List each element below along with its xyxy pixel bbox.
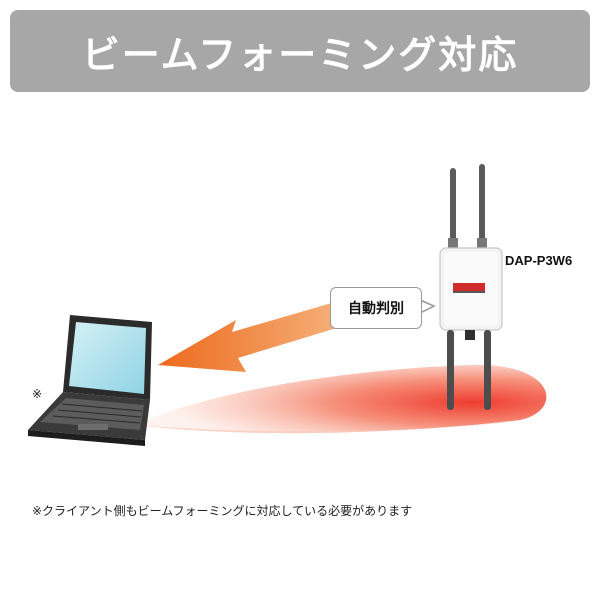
direction-arrow [158, 302, 340, 372]
footnote: ※クライアント側もビームフォーミングに対応している必要があります [32, 504, 413, 518]
title-banner: ビームフォーミング対応 [10, 10, 590, 92]
access-point-icon [439, 164, 503, 410]
laptop-asterisk: ※ [32, 387, 43, 401]
banner-title: ビームフォーミング対応 [81, 32, 519, 77]
laptop-icon [28, 315, 152, 446]
auto-detect-callout: 自動判別 [330, 287, 422, 329]
device-model-label: DAP-P3W6 [505, 253, 573, 268]
callout-pointer [419, 298, 436, 315]
callout-text: 自動判別 [348, 301, 404, 317]
beam-lobe [135, 364, 547, 434]
